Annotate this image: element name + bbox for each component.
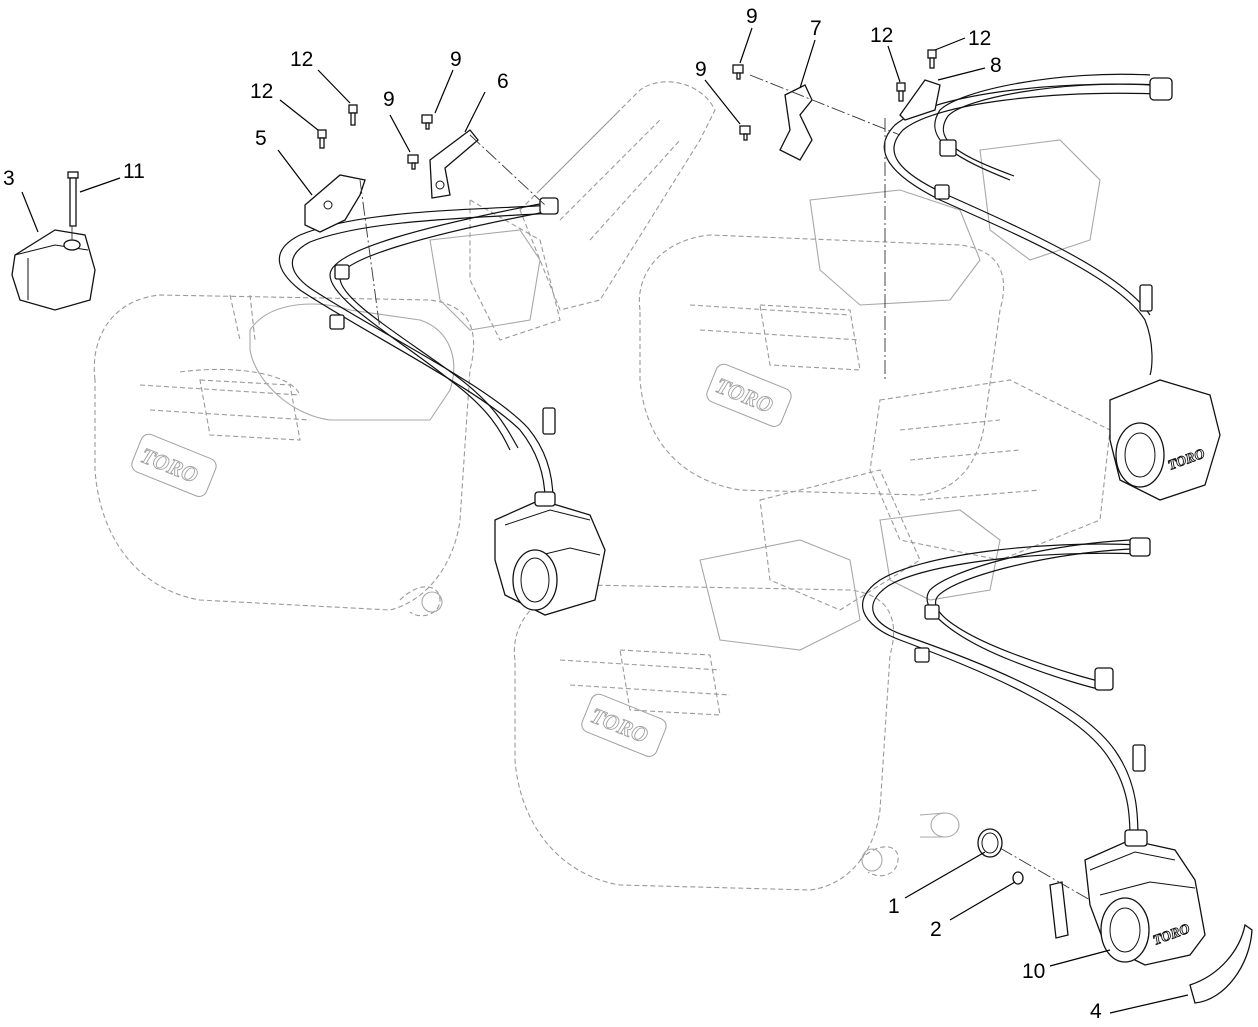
part-4-guard (1189, 923, 1253, 1004)
callout-12-b: 12 (290, 48, 313, 71)
callout-3: 3 (3, 167, 15, 190)
part-2-washer (1012, 871, 1024, 885)
part-7-bracket (779, 84, 813, 161)
part-6-bracket (429, 129, 479, 199)
callout-11: 11 (123, 160, 145, 183)
callout-12-a: 12 (250, 80, 273, 103)
callout-5: 5 (255, 127, 267, 150)
toro-logos: TORO TORO TORO (131, 363, 792, 757)
hydraulic-hoses (278, 73, 1173, 841)
callout-4: 4 (1090, 1000, 1102, 1023)
part-8-clip (899, 79, 941, 121)
motor-right-lower: TORO (1084, 829, 1206, 966)
motor-left (494, 491, 606, 616)
callout-10: 10 (1022, 960, 1045, 983)
callout-7: 7 (810, 17, 822, 40)
toro-logo-right: TORO (706, 363, 792, 427)
shim-plate (1049, 881, 1069, 939)
hydraulic-motors: TORO TORO (494, 379, 1221, 966)
part-11-bolt (67, 171, 79, 227)
callout-12-c: 12 (870, 24, 893, 47)
alignment-lines (71, 74, 1091, 901)
callout-8: 8 (990, 54, 1002, 77)
exploded-parts (11, 49, 1253, 1004)
callout-9-b: 9 (383, 88, 395, 111)
callout-1: 1 (888, 895, 900, 918)
toro-logo-left: TORO (131, 433, 217, 497)
callout-12-d: 12 (968, 27, 991, 50)
callout-6: 6 (497, 70, 509, 93)
svg-text:TORO: TORO (587, 702, 652, 748)
leader-lines (21, 27, 1189, 1014)
ghost-cutting-units (93, 81, 1111, 891)
svg-text:TORO: TORO (137, 442, 202, 488)
callout-2: 2 (930, 918, 942, 941)
part-5-bracket (304, 174, 366, 233)
part-3-cover (11, 229, 96, 311)
svg-text:TORO: TORO (712, 372, 777, 418)
callout-numbers: 1 2 3 4 5 6 7 8 9 9 9 9 10 11 12 12 12 1… (3, 5, 1102, 1023)
motor-right-upper: TORO (1109, 379, 1221, 501)
callout-9-d: 9 (695, 58, 707, 81)
callout-9-a: 9 (450, 48, 462, 71)
callout-9-c: 9 (746, 5, 758, 28)
small-bolts (317, 49, 937, 170)
toro-logo-middle: TORO (581, 693, 667, 757)
